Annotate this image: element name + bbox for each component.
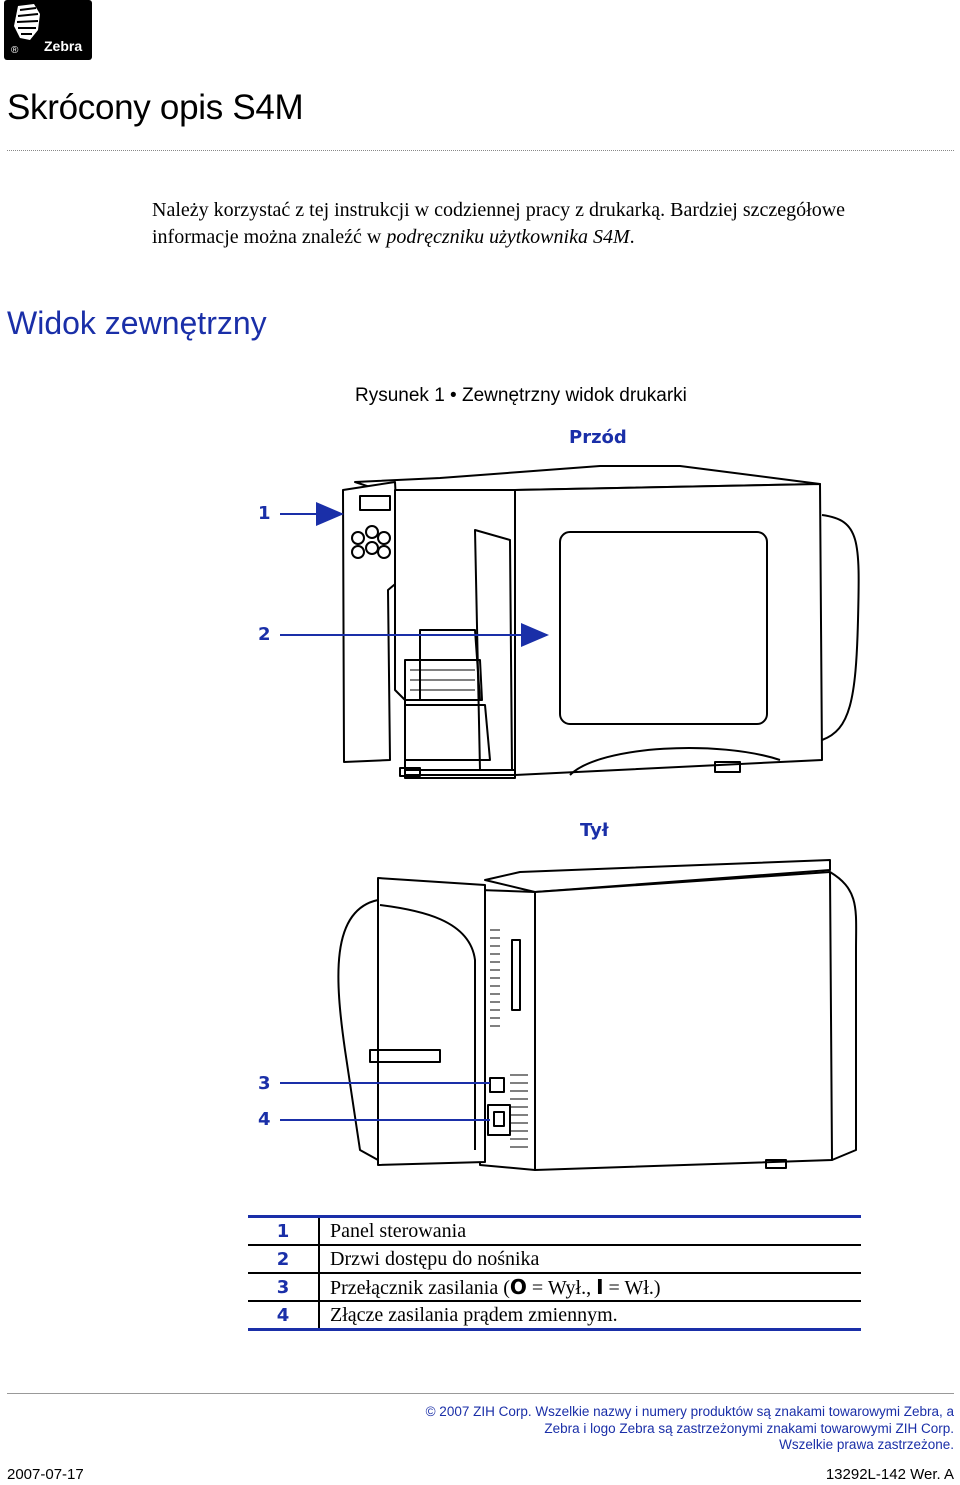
logo-wordmark: Zebra: [44, 38, 83, 54]
callout-1: 1: [258, 503, 271, 524]
legend-row: 3 Przełącznik zasilania (O = Wył., I = W…: [248, 1273, 861, 1302]
legend-text: Przełącznik zasilania (O = Wył., I = Wł.…: [319, 1273, 861, 1302]
legend-row: 4 Złącze zasilania prądem zmiennym.: [248, 1301, 861, 1331]
legend-table: 1 Panel sterowania 2 Drzwi dostępu do no…: [248, 1215, 861, 1331]
copyright-notice: © 2007 ZIH Corp. Wszelkie nazwy i numery…: [354, 1404, 954, 1454]
legend-number: 4: [248, 1301, 320, 1331]
intro-text: Należy korzystać z tej instrukcji w codz…: [152, 199, 846, 248]
rear-view-label: Tył: [580, 820, 609, 841]
front-printer-drawing: [342, 465, 860, 779]
figure-caption: Rysunek 1 • Zewnętrzny widok drukarki: [355, 385, 687, 406]
off-symbol: O: [509, 1274, 527, 1299]
intro-paragraph: Należy korzystać z tej instrukcji w codz…: [152, 197, 912, 251]
footer-divider: [7, 1393, 954, 1394]
legend-number: 3: [248, 1273, 320, 1302]
registered-mark: ®: [11, 45, 19, 56]
copyright-line: Wszelkie prawa zastrzeżone.: [779, 1437, 954, 1452]
legend-text-part: = Wył.,: [526, 1276, 597, 1299]
legend-number: 1: [248, 1215, 320, 1246]
legend-row: 1 Panel sterowania: [248, 1215, 861, 1246]
legend-number: 2: [248, 1245, 320, 1274]
footer-date: 2007-07-17: [7, 1466, 84, 1483]
callout-3: 3: [258, 1073, 271, 1094]
on-symbol: I: [596, 1274, 604, 1299]
intro-period: .: [629, 226, 635, 248]
intro-manual-name: podręczniku użytkownika S4M: [386, 226, 630, 248]
callout-arrows: [280, 502, 549, 1121]
document-number: 13292L-142 Wer. A: [825, 1466, 954, 1483]
legend-text-part: Przełącznik zasilania (: [330, 1276, 510, 1299]
copyright-line: © 2007 ZIH Corp. Wszelkie nazwy i numery…: [425, 1404, 954, 1419]
legend-text: Drzwi dostępu do nośnika: [319, 1245, 861, 1274]
vent-slots: [490, 929, 528, 1148]
callout-2: 2: [258, 624, 271, 645]
front-view-label: Przód: [569, 427, 627, 448]
zebra-logo: Zebra ®: [4, 0, 92, 60]
rear-printer-drawing: [337, 859, 858, 1171]
zebra-head-icon: [14, 4, 40, 40]
legend-row: 2 Drzwi dostępu do nośnika: [248, 1245, 861, 1274]
printer-illustration: [280, 465, 860, 1171]
legend-text: Panel sterowania: [319, 1215, 861, 1246]
section-heading: Widok zewnętrzny: [7, 305, 267, 341]
legend-text-part: = Wł.): [603, 1276, 661, 1299]
callout-4: 4: [258, 1109, 271, 1130]
title-divider: [7, 150, 954, 151]
page-title: Skrócony opis S4M: [7, 88, 304, 127]
copyright-line: Zebra i logo Zebra są zastrzeżonymi znak…: [544, 1420, 954, 1436]
legend-text: Złącze zasilania prądem zmiennym.: [319, 1301, 861, 1331]
